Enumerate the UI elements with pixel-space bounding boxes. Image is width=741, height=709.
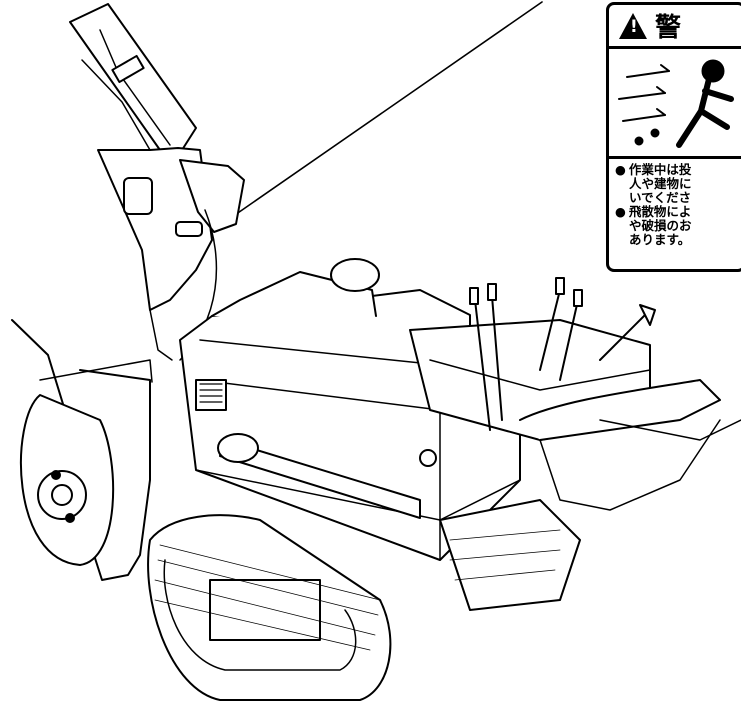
- bullet-dot: ●: [615, 204, 626, 219]
- warning-line: 作業中は投: [628, 162, 692, 177]
- hazard-pictogram: [609, 49, 741, 159]
- warning-line: いでくださ: [629, 190, 692, 205]
- warning-label-text: ●作業中は投 人や建物に いでくださ ●飛散物によ や破損のお あります。: [609, 159, 741, 247]
- bullet-dot: ●: [615, 162, 626, 177]
- warning-label: ! 警 ●作業中は投 人や建物に いでくださ ●飛散物によ や破損のお あります…: [606, 2, 741, 272]
- warning-label-title: 警: [655, 13, 682, 43]
- warning-triangle-icon: !: [619, 12, 647, 39]
- warning-line: 人や建物に: [629, 176, 692, 191]
- leader-line: [195, 1, 543, 243]
- warning-label-header: ! 警: [609, 5, 741, 49]
- right-track: [439, 499, 581, 611]
- warning-line: や破損のお: [629, 218, 692, 233]
- control-panel: [409, 277, 741, 511]
- exclamation-mark: !: [630, 16, 638, 37]
- auger-housing: [11, 319, 153, 581]
- left-track: [147, 514, 392, 701]
- discharge-chute: [69, 3, 245, 361]
- warning-line: あります。: [629, 232, 691, 247]
- warning-line: 飛散物によ: [628, 204, 692, 219]
